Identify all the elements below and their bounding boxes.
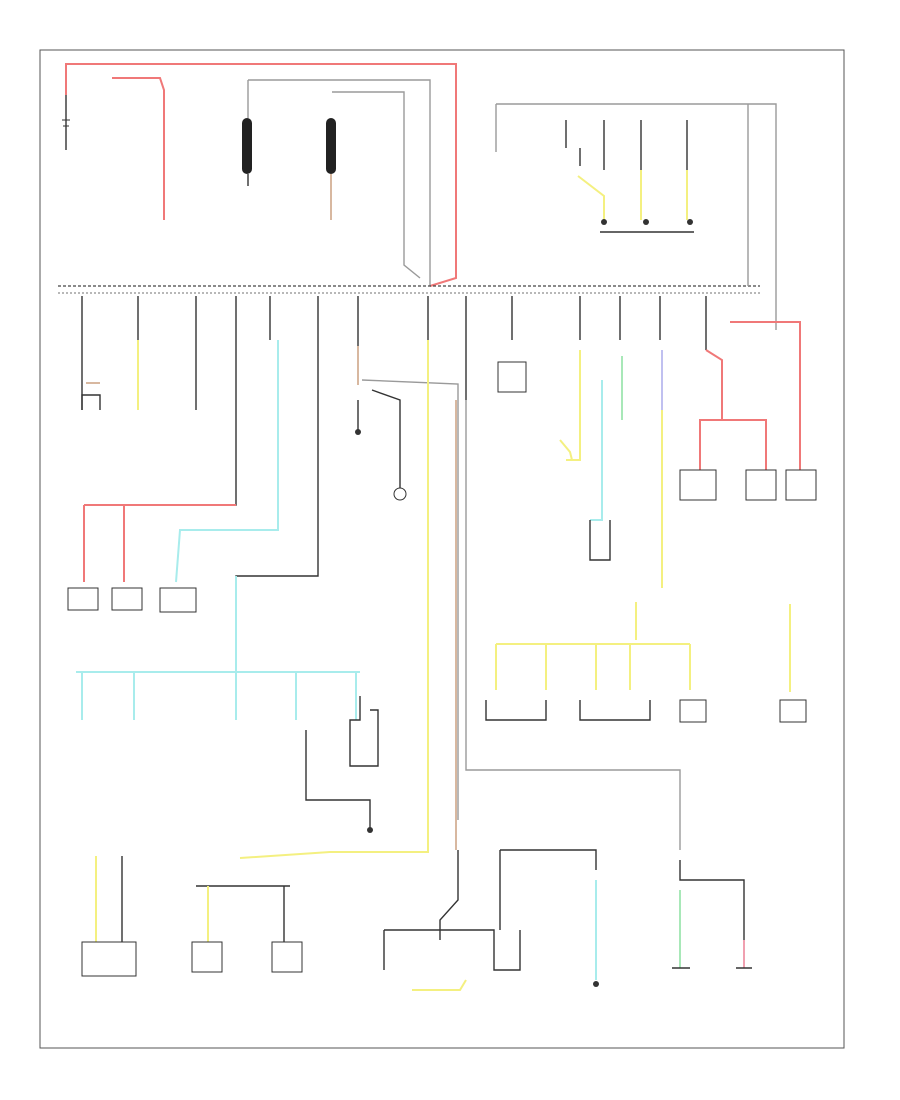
relay-cluster-top-right — [565, 120, 694, 233]
bottom-components — [81, 849, 752, 991]
fusible-links — [242, 118, 336, 220]
bus-branches — [81, 296, 801, 859]
right-components — [485, 439, 817, 723]
battery-section — [62, 63, 457, 287]
left-components — [67, 382, 379, 833]
diagram-frame — [39, 49, 845, 1049]
center-components — [355, 361, 527, 501]
